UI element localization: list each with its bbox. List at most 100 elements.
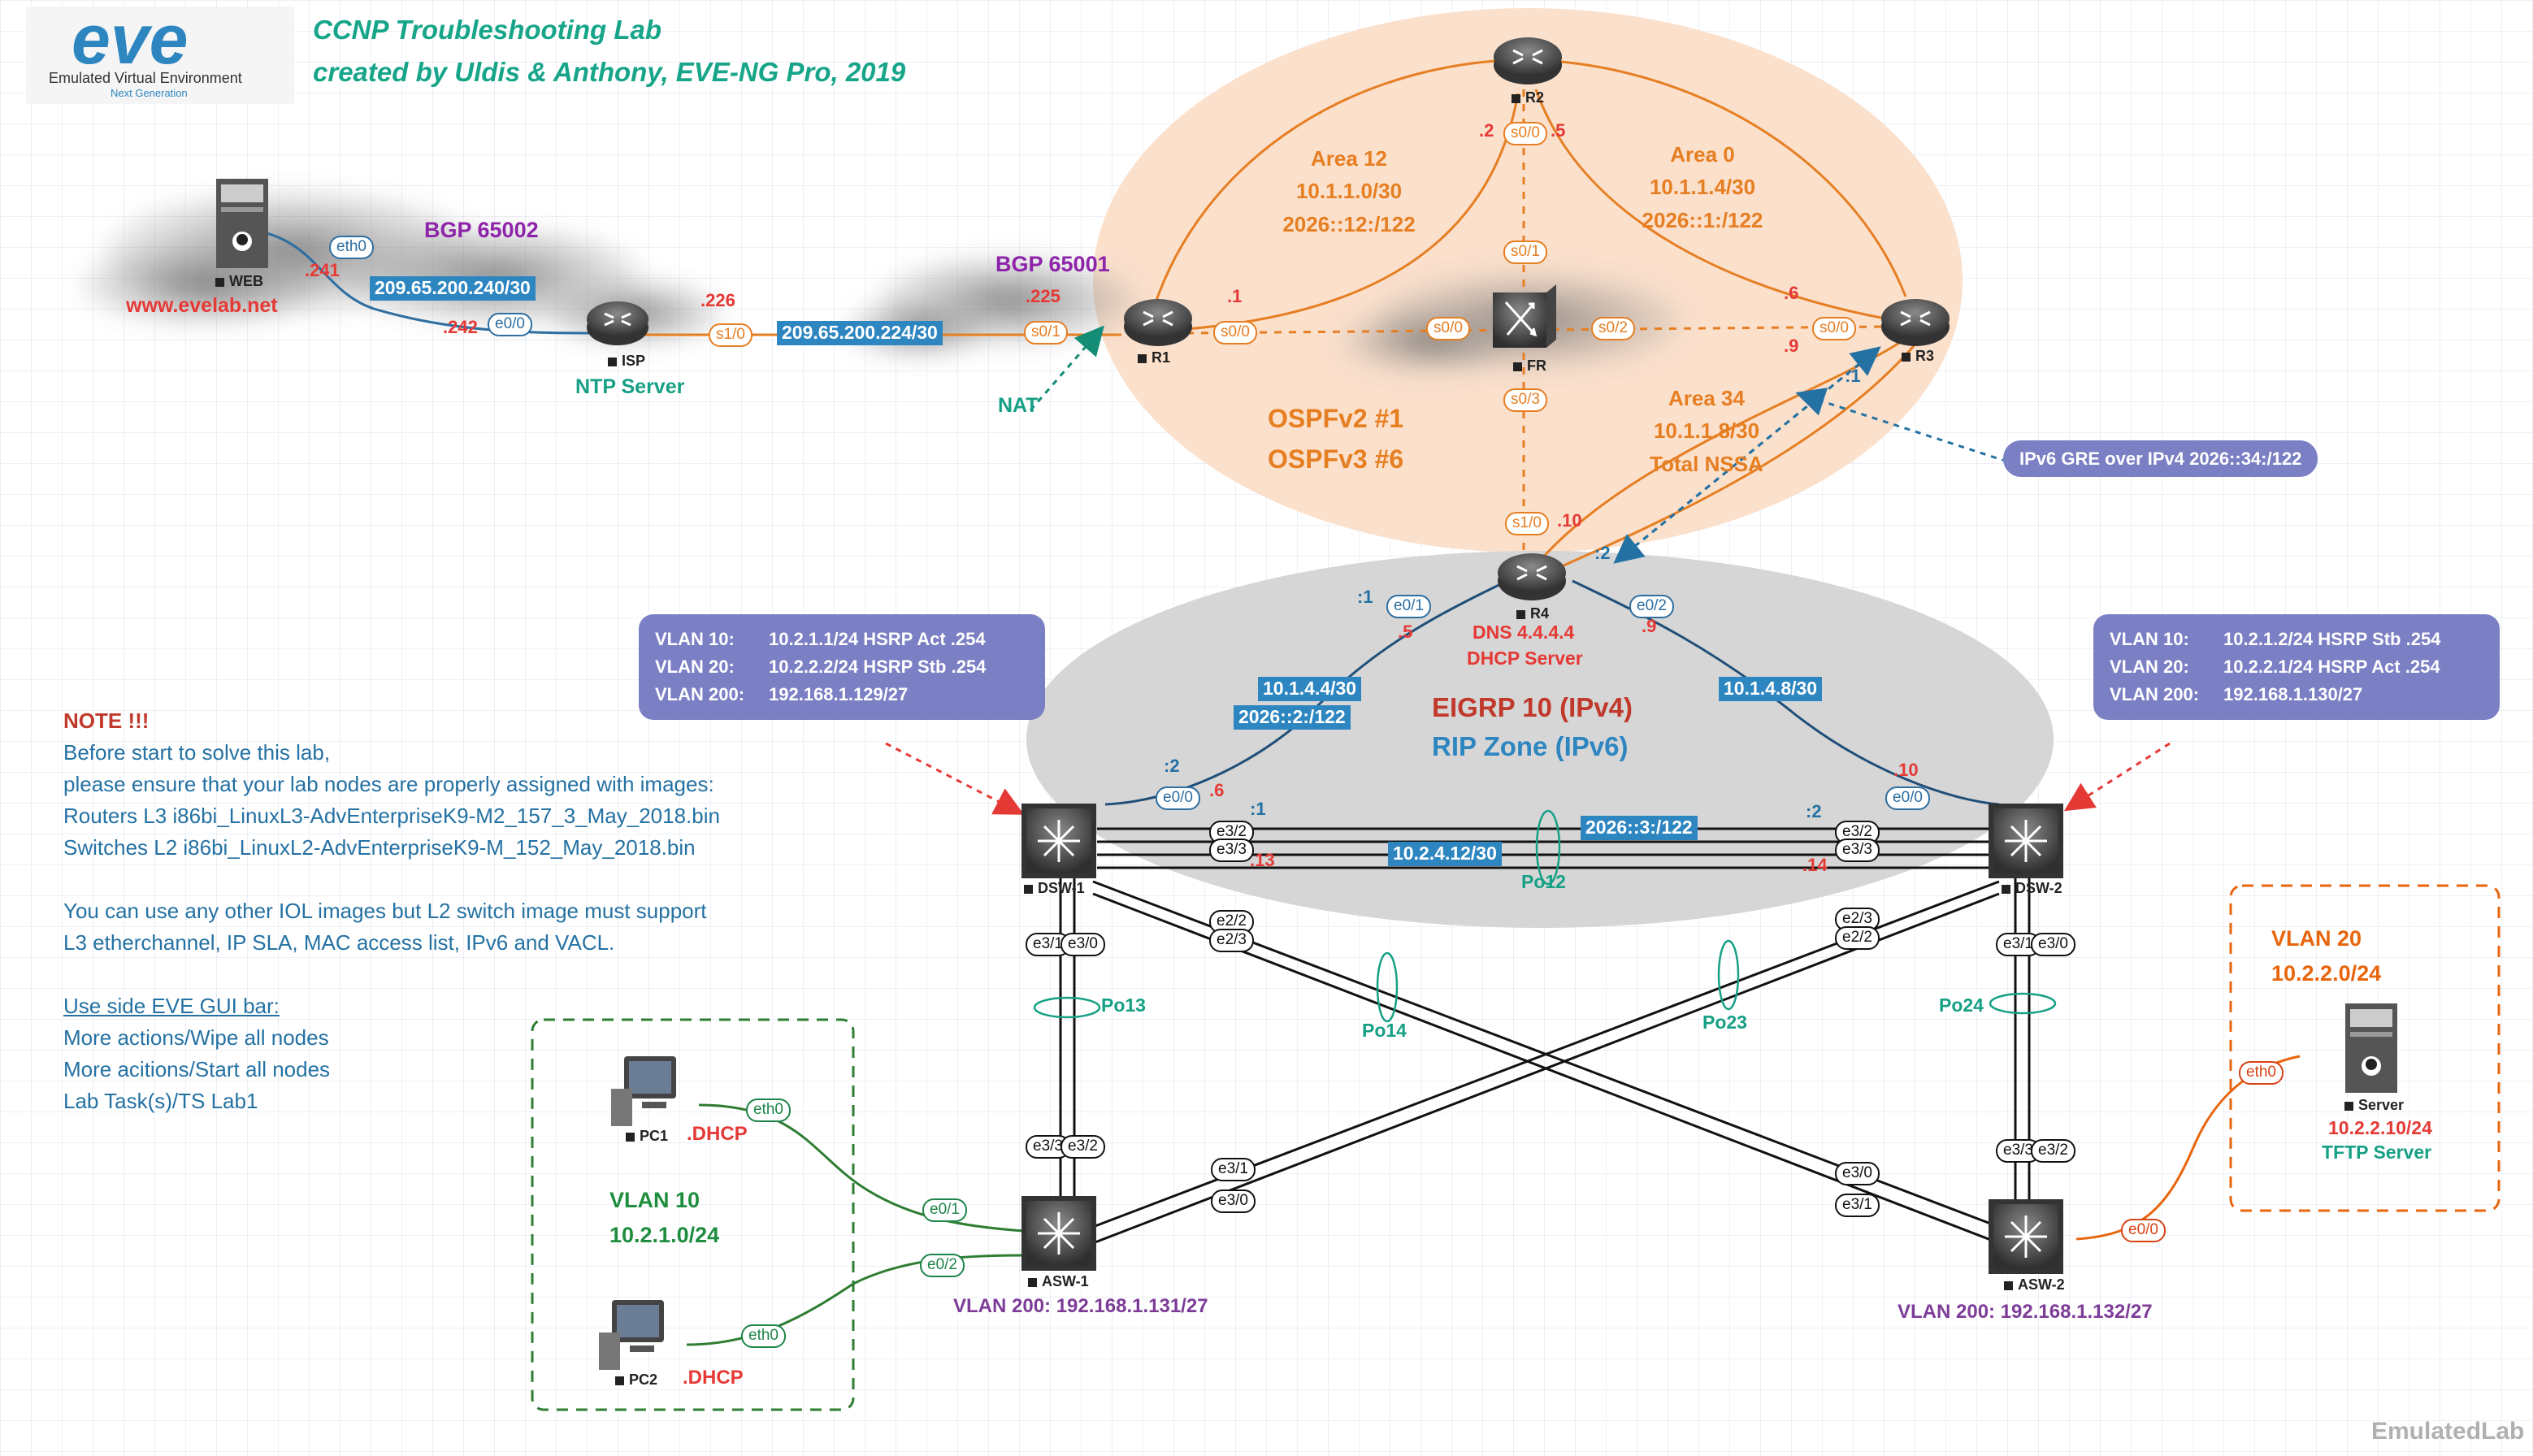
subnet-web-isp: 209.65.200.240/30 xyxy=(370,276,536,301)
ospf-v2-label: OSPFv2 #1 xyxy=(1268,404,1404,433)
iface-dsw1-e30[interactable]: e3/0 xyxy=(1060,933,1105,956)
nat-label: NAT xyxy=(998,394,1039,417)
iface-asw2-e00[interactable]: e0/0 xyxy=(2121,1219,2166,1242)
addr-r4-dsw1-v6: :1 xyxy=(1357,587,1373,607)
iface-asw2-e32[interactable]: e3/2 xyxy=(2031,1139,2075,1163)
frame-relay-switch-icon[interactable] xyxy=(1493,284,1556,348)
iface-server-eth0[interactable]: eth0 xyxy=(2239,1061,2284,1085)
iface-dsw1-e33[interactable]: e3/3 xyxy=(1209,838,1254,862)
iface-fr-s02[interactable]: s0/2 xyxy=(1591,317,1635,340)
server-icon[interactable] xyxy=(2345,1003,2397,1093)
addr-dsw1-up: .6 xyxy=(1209,780,1225,800)
node-label-r2: R2 xyxy=(1512,89,1544,106)
addr-r4-dsw2: .9 xyxy=(1642,616,1657,636)
node-label-fr: FR xyxy=(1513,358,1546,375)
addr-r4-a: .10 xyxy=(1557,510,1582,531)
pc-icon[interactable] xyxy=(599,1300,664,1370)
vlan20-net: 10.2.2.0/24 xyxy=(2271,961,2382,986)
addr-dsw2-po-v6: :2 xyxy=(1806,801,1822,821)
iface-r1-s01[interactable]: s0/1 xyxy=(1024,321,1068,344)
vlan10-name: VLAN 10 xyxy=(609,1188,700,1212)
po14-label: Po14 xyxy=(1362,1020,1407,1041)
iface-pc2-eth0[interactable]: eth0 xyxy=(741,1324,786,1348)
iface-fr-s01[interactable]: s0/1 xyxy=(1503,240,1547,264)
iface-r4-e01[interactable]: e0/1 xyxy=(1386,595,1431,618)
iface-asw1-e32[interactable]: e3/2 xyxy=(1060,1135,1105,1159)
addr-r3-a: .6 xyxy=(1784,283,1799,303)
iface-web-eth0[interactable]: eth0 xyxy=(329,236,374,259)
vlan20-zone xyxy=(2229,884,2500,1212)
pc1-dhcp: .DHCP xyxy=(687,1123,748,1145)
server-icon[interactable] xyxy=(216,179,268,268)
iface-asw1-e30[interactable]: e3/0 xyxy=(1211,1190,1256,1213)
iface-fr-s00[interactable]: s0/0 xyxy=(1426,317,1470,340)
iface-isp-s10[interactable]: s1/0 xyxy=(709,323,753,347)
po13-label: Po13 xyxy=(1101,994,1146,1016)
node-label-pc2: PC2 xyxy=(615,1372,657,1389)
addr-r4-dsw1: .5 xyxy=(1398,622,1413,642)
addr-dsw1-up-v6: :2 xyxy=(1164,756,1180,776)
iface-isp-e00[interactable]: e0/0 xyxy=(488,313,532,336)
eigrp-label: EIGRP 10 (IPv4) xyxy=(1432,692,1633,722)
iface-r1-s00[interactable]: s0/0 xyxy=(1213,321,1257,344)
iface-asw2-e30[interactable]: e3/0 xyxy=(1835,1162,1880,1185)
dsw1-vlan-info: VLAN 10:10.2.1.1/24 HSRP Act .254 VLAN 2… xyxy=(639,614,1045,721)
server-ip: 10.2.2.10/24 xyxy=(2328,1117,2432,1138)
po12-label: Po12 xyxy=(1521,871,1566,892)
iface-asw2-e31[interactable]: e3/1 xyxy=(1835,1194,1880,1217)
iface-asw1-e02[interactable]: e0/2 xyxy=(920,1254,965,1277)
iface-dsw1-e23[interactable]: e2/3 xyxy=(1209,929,1254,952)
node-label-dsw2: DSW-2 xyxy=(2002,880,2062,897)
iface-asw1-e31[interactable]: e3/1 xyxy=(1211,1158,1256,1181)
iface-fr-s03[interactable]: s0/3 xyxy=(1503,388,1547,412)
node-label-asw2: ASW-2 xyxy=(2004,1276,2065,1294)
subnet-r4-dsw2: 10.1.4.8/30 xyxy=(1719,677,1823,701)
iface-dsw1-e00[interactable]: e0/0 xyxy=(1156,786,1200,810)
po23-label: Po23 xyxy=(1702,1012,1747,1033)
addr-r1-isp: .225 xyxy=(1026,286,1060,306)
subnet-po12-v6: 2026::3:/122 xyxy=(1581,816,1698,840)
annotation-arrows xyxy=(885,325,2171,815)
iface-r4-s10[interactable]: s1/0 xyxy=(1505,512,1549,535)
po24-label: Po24 xyxy=(1939,994,1984,1016)
router-icon[interactable] xyxy=(587,301,648,345)
iface-dsw2-e30[interactable]: e3/0 xyxy=(2031,933,2075,956)
logo-panel xyxy=(26,6,294,104)
pc-icon[interactable] xyxy=(611,1056,676,1126)
iface-dsw2-e22[interactable]: e2/2 xyxy=(1835,926,1880,950)
access-switch-icon[interactable] xyxy=(1021,1196,1096,1271)
addr-r2-a: .2 xyxy=(1479,120,1494,141)
router-icon[interactable] xyxy=(1881,299,1950,346)
router-icon[interactable] xyxy=(1124,299,1192,346)
addr-isp-web: .242 xyxy=(443,317,478,337)
iface-r2-s00[interactable]: s0/0 xyxy=(1503,122,1547,145)
gre-tunnel-label: IPv6 GRE over IPv4 2026::34:/122 xyxy=(2003,440,2318,478)
iface-pc1-eth0[interactable]: eth0 xyxy=(746,1098,791,1122)
asw2-vlan200: VLAN 200: 192.168.1.132/27 xyxy=(1898,1301,2153,1323)
logo-subtitle: Next Generation xyxy=(111,87,188,99)
node-label-asw1: ASW-1 xyxy=(1028,1273,1089,1290)
iface-dsw2-e00[interactable]: e0/0 xyxy=(1885,786,1930,810)
logo-mark: eve xyxy=(72,1,189,79)
node-label-server: Server xyxy=(2344,1097,2404,1114)
access-switch-icon[interactable] xyxy=(1989,1199,2063,1274)
router-icon[interactable] xyxy=(1494,37,1562,84)
multilayer-switch-icon[interactable] xyxy=(1989,804,2063,878)
iface-r3-s00[interactable]: s0/0 xyxy=(1812,317,1856,340)
eigrp-zone xyxy=(1026,551,2054,928)
node-label-r1: R1 xyxy=(1138,349,1170,366)
addr-r3-gre: :1 xyxy=(1845,366,1861,386)
bgp-65002-label: BGP 65002 xyxy=(424,218,539,242)
asw1-vlan200: VLAN 200: 192.168.1.131/27 xyxy=(953,1295,1208,1317)
iface-asw1-e01[interactable]: e0/1 xyxy=(922,1198,967,1222)
portchannel-rings xyxy=(1033,809,2057,1023)
subnet-r4-dsw1-v6: 2026::2:/122 xyxy=(1234,705,1351,730)
iface-dsw2-e33[interactable]: e3/3 xyxy=(1835,838,1880,862)
router-icon[interactable] xyxy=(1498,553,1566,600)
ospf-v3-label: OSPFv3 #6 xyxy=(1268,444,1404,474)
iface-r4-e02[interactable]: e0/2 xyxy=(1629,595,1674,618)
addr-r3-b: .9 xyxy=(1784,336,1799,356)
logo-tagline: Emulated Virtual Environment xyxy=(49,70,242,86)
multilayer-switch-icon[interactable] xyxy=(1021,804,1096,878)
